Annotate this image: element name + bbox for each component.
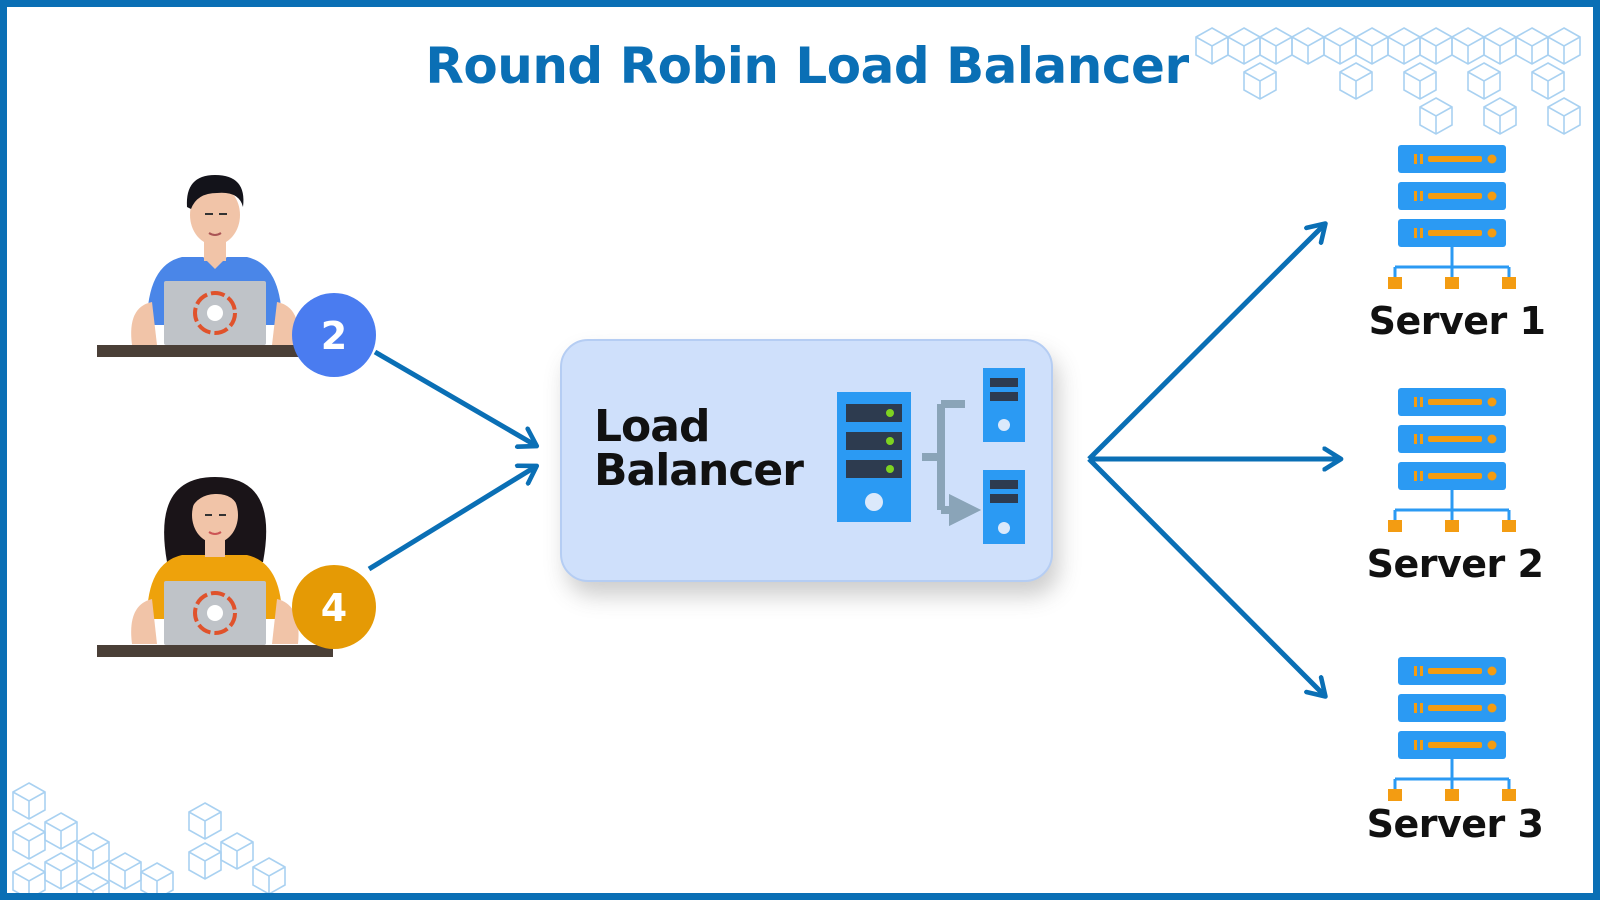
client-badge: [292, 565, 376, 649]
load-balancer-label-line1: Load: [594, 401, 710, 452]
load-balancer-label: Load Balancer: [594, 405, 824, 493]
forward-arrow-server-1: [1087, 225, 1324, 461]
server-2-label: Server 2: [1366, 542, 1544, 586]
client-badge-label: 2: [321, 314, 347, 358]
server-3-label: Server 3: [1366, 802, 1544, 846]
server-1-label: Server 1: [1368, 299, 1546, 343]
diagram-title: Round Robin Load Balancer: [425, 37, 1189, 95]
load-balancer-label-line2: Balancer: [594, 445, 804, 496]
client-badge-label: 4: [321, 586, 347, 630]
request-arrow: [373, 349, 535, 445]
cube-pattern: [12, 782, 286, 893]
diagram-scene: 2 4: [12, 27, 1581, 893]
request-arrow: [367, 467, 535, 572]
server-rack-icon: [1386, 655, 1518, 803]
routing-arrow-icon: [837, 368, 1025, 544]
server-rack-icon: [1386, 386, 1518, 534]
user-laptop-icon: [97, 477, 333, 657]
client-badge: [292, 293, 376, 377]
forward-arrow-server-3: [1087, 457, 1324, 695]
user-laptop-icon: [97, 175, 331, 357]
load-balancer-box: [560, 339, 1053, 582]
server-rack-icon: [1386, 143, 1518, 291]
cube-pattern: [1195, 27, 1581, 135]
